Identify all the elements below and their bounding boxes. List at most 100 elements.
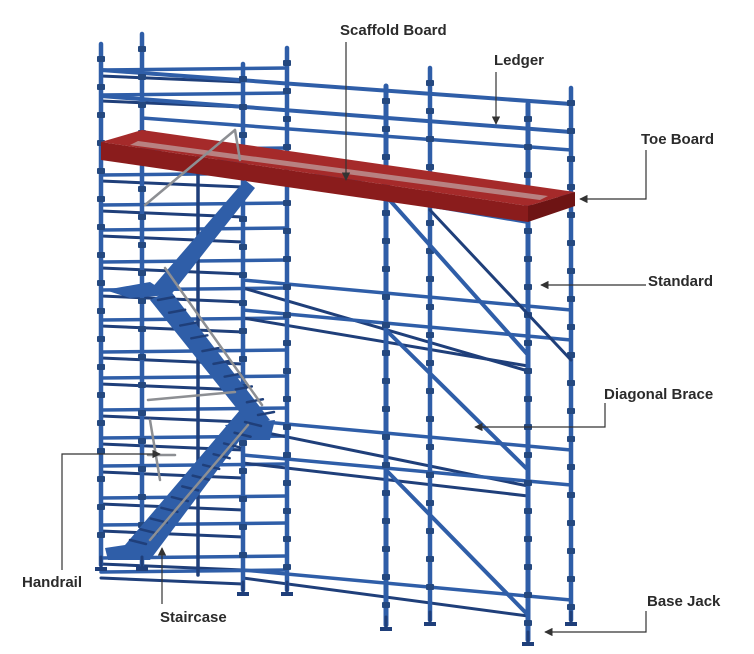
- coupler: [283, 200, 291, 206]
- ledger-left-front: [99, 324, 245, 334]
- stair-tread: [191, 474, 210, 481]
- coupler: [239, 496, 247, 502]
- coupler: [382, 266, 390, 272]
- leader-lines: [61, 42, 647, 637]
- coupler: [97, 364, 105, 370]
- leader-handrail: [61, 449, 161, 570]
- coupler: [138, 438, 146, 444]
- coupler: [524, 116, 532, 122]
- coupler: [138, 494, 146, 500]
- coupler: [97, 420, 105, 426]
- coupler: [239, 328, 247, 334]
- coupler: [97, 392, 105, 398]
- coupler: [138, 74, 146, 80]
- diagonal-brace-2: [384, 328, 530, 472]
- coupler: [283, 536, 291, 542]
- coupler: [426, 584, 434, 590]
- coupler: [426, 108, 434, 114]
- coupler: [97, 168, 105, 174]
- base-jack-plate: [522, 642, 534, 646]
- coupler: [382, 126, 390, 132]
- coupler: [567, 520, 575, 526]
- coupler: [426, 276, 434, 282]
- coupler: [382, 490, 390, 496]
- base-jack-plate: [95, 567, 107, 571]
- coupler: [567, 184, 575, 190]
- coupler: [138, 354, 146, 360]
- coupler: [426, 136, 434, 142]
- ledger-left-front: [99, 74, 245, 84]
- diagonal-brace-3: [384, 468, 530, 617]
- coupler: [426, 220, 434, 226]
- coupler: [239, 244, 247, 250]
- label-scaffold-board: Scaffold Board: [340, 22, 447, 39]
- coupler: [426, 80, 434, 86]
- coupler: [524, 592, 532, 598]
- coupler: [283, 452, 291, 458]
- coupler: [567, 156, 575, 162]
- coupler: [283, 368, 291, 374]
- coupler: [239, 76, 247, 82]
- handrail-7: [146, 390, 237, 402]
- base-jack-plate: [237, 592, 249, 596]
- coupler: [138, 102, 146, 108]
- coupler: [283, 60, 291, 66]
- coupler: [524, 256, 532, 262]
- coupler: [426, 444, 434, 450]
- coupler: [283, 564, 291, 570]
- coupler: [97, 112, 105, 118]
- coupler: [138, 242, 146, 248]
- leader-diagonal-brace: [474, 403, 606, 432]
- label-toe-board: Toe Board: [641, 131, 714, 148]
- coupler: [567, 548, 575, 554]
- coupler: [426, 528, 434, 534]
- coupler: [524, 452, 532, 458]
- ledger-left-back: [99, 226, 289, 232]
- stair-tread: [167, 308, 187, 315]
- stair-tread: [156, 295, 176, 302]
- label-base-jack: Base Jack: [647, 593, 721, 610]
- label-standard: Standard: [648, 273, 713, 290]
- handrail-3: [148, 418, 162, 482]
- coupler: [426, 500, 434, 506]
- coupler: [97, 280, 105, 286]
- stair-tread: [178, 321, 198, 327]
- coupler: [239, 216, 247, 222]
- coupler: [239, 524, 247, 530]
- coupler: [97, 224, 105, 230]
- coupler: [524, 480, 532, 486]
- ledger-right-0: [241, 278, 573, 312]
- coupler: [567, 464, 575, 470]
- coupler: [567, 212, 575, 218]
- coupler: [239, 272, 247, 278]
- coupler: [283, 228, 291, 234]
- coupler: [426, 556, 434, 562]
- coupler: [138, 382, 146, 388]
- ledger-left-back: [99, 521, 289, 527]
- coupler: [283, 144, 291, 150]
- ledger-left-front: [99, 234, 245, 244]
- coupler: [426, 388, 434, 394]
- coupler: [524, 172, 532, 178]
- coupler: [382, 98, 390, 104]
- base-jack-plate: [565, 622, 577, 626]
- stair-tread: [201, 346, 220, 353]
- coupler: [426, 332, 434, 338]
- ledger-left-back: [99, 91, 289, 97]
- coupler: [382, 322, 390, 328]
- ledger-right-3: [241, 453, 573, 487]
- coupler: [426, 360, 434, 366]
- coupler: [382, 406, 390, 412]
- coupler: [239, 300, 247, 306]
- coupler: [97, 308, 105, 314]
- coupler: [524, 536, 532, 542]
- coupler: [524, 508, 532, 514]
- coupler: [382, 518, 390, 524]
- coupler: [283, 116, 291, 122]
- staircase-flight-1: [105, 410, 255, 560]
- coupler: [138, 214, 146, 220]
- coupler: [382, 434, 390, 440]
- coupler: [524, 340, 532, 346]
- coupler: [382, 602, 390, 608]
